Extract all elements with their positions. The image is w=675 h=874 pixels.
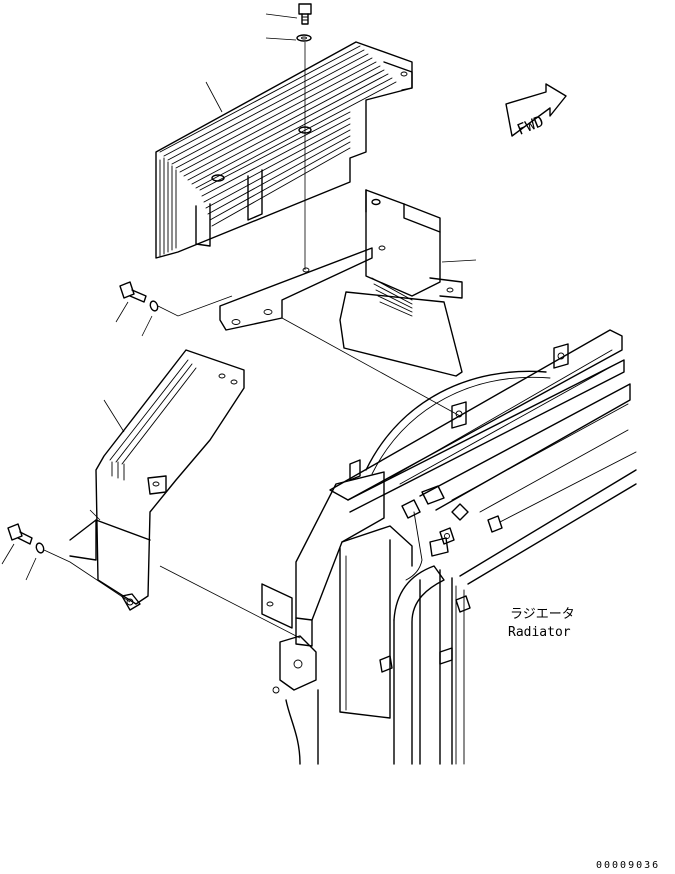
- mid-washer: [149, 300, 159, 312]
- lower-fin-cover: [69, 349, 245, 611]
- lower-washer-leader: [25, 557, 37, 581]
- mid-bolt-leader: [115, 301, 129, 323]
- top-washer: [296, 34, 312, 42]
- fwd-direction-arrow: FWD: [505, 83, 567, 139]
- mid-bolt: [119, 281, 147, 303]
- lower-bolt: [7, 523, 33, 545]
- lower-bolt-axis: [43, 549, 131, 603]
- mid-bolt-axis: [157, 295, 233, 317]
- radiator-assembly: [261, 329, 637, 765]
- assembly-line-1: [281, 317, 461, 417]
- middle-bracket: [219, 189, 463, 377]
- fin-cover-leader: [205, 81, 223, 113]
- radiator-label-jp: ラジエータ: [510, 607, 575, 622]
- top-bolt: [298, 3, 312, 25]
- bracket-leader: [441, 259, 477, 263]
- drawing-number: 00009036: [596, 860, 660, 871]
- upper-fin-cover: [155, 41, 413, 259]
- bolt-leader: [265, 13, 298, 19]
- assembly-line-2: [159, 565, 301, 639]
- lower-washer: [35, 542, 45, 554]
- fwd-arrow-label: FWD: [514, 112, 546, 139]
- radiator-label-en: Radiator: [508, 625, 571, 640]
- lower-cover-leader-2: [89, 509, 101, 521]
- washer-leader: [265, 37, 297, 41]
- mid-washer-leader: [141, 315, 153, 337]
- lower-bolt-leader: [1, 543, 15, 565]
- lower-cover-leader: [103, 399, 125, 433]
